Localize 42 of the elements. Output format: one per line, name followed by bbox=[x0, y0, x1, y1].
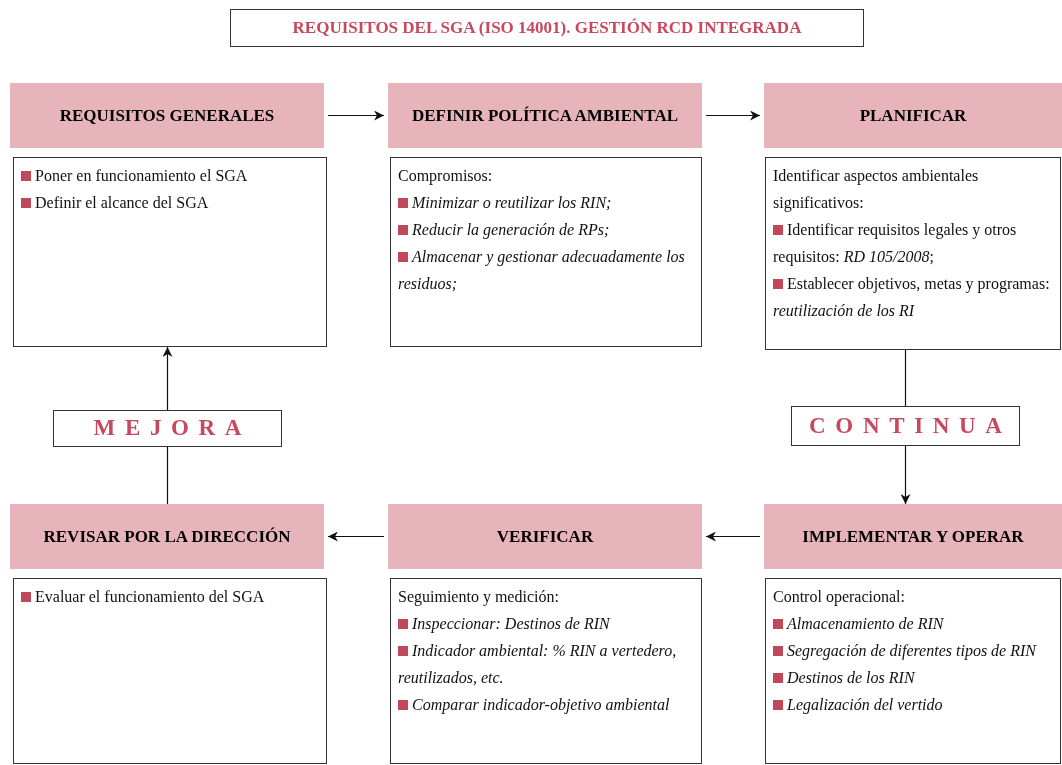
step-header: VERIFICAR bbox=[388, 504, 702, 569]
bullet-item: Indicador ambiental: % RIN a vertedero, reutilizados, etc. bbox=[398, 641, 678, 688]
intro-text: Seguimiento y medición: bbox=[398, 587, 560, 608]
content-box bbox=[390, 157, 702, 347]
cycle-label-box: CONTINUA bbox=[791, 406, 1020, 446]
cycle-label-box: MEJORA bbox=[53, 410, 282, 447]
title-box: REQUISITOS DEL SGA (ISO 14001). GESTIÓN RCD INTEGRADA bbox=[230, 9, 864, 47]
bullet-item: Identificar requisitos legales y otros requisitos: RD 105/2008; bbox=[773, 220, 1018, 268]
arrow bbox=[705, 110, 761, 121]
content-box bbox=[765, 578, 1061, 764]
content-box bbox=[13, 578, 327, 764]
bullet-item: Legalización del vertido bbox=[773, 691, 1053, 718]
bullet-item: Segregación de diferentes tipos de RIN bbox=[773, 637, 1053, 664]
arrow bbox=[327, 110, 385, 121]
arrow bbox=[900, 445, 911, 505]
intro-text: Compromisos: bbox=[398, 166, 494, 187]
arrow bbox=[327, 531, 385, 542]
bullet-item: Inspeccionar: Destinos de RIN bbox=[398, 610, 694, 637]
intro-text: Control operacional: bbox=[773, 587, 906, 608]
arrow bbox=[162, 346, 173, 411]
bullet-item: Minimizar o reutilizar los RIN; bbox=[398, 189, 694, 216]
bullet-item: Poner en funcionamiento el SGA bbox=[21, 162, 319, 189]
step-header: REVISAR POR LA DIRECCIÓN bbox=[10, 504, 324, 569]
connector-line bbox=[904, 349, 907, 407]
content-box bbox=[390, 578, 702, 764]
step-header: DEFINIR POLÍTICA AMBIENTAL bbox=[388, 83, 702, 148]
bullet-item: Almacenamiento de RIN bbox=[773, 610, 1053, 637]
content-box bbox=[765, 157, 1061, 350]
bullet-item: Almacenar y gestionar adecuadamente los residuos; bbox=[398, 247, 686, 294]
connector-line bbox=[166, 446, 169, 505]
bullet-item: Destinos de los RIN bbox=[773, 664, 1053, 691]
intro-text: Identificar aspectos ambientales significativos: bbox=[773, 166, 980, 214]
bullet-item: Establecer objetivos, metas y programas: reutilización de los RI bbox=[773, 274, 1051, 321]
bullet-item: Reducir la generación de RPs; bbox=[398, 216, 694, 243]
arrow bbox=[705, 531, 761, 542]
step-header: PLANIFICAR bbox=[764, 83, 1062, 148]
bullet-item: Evaluar el funcionamiento del SGA bbox=[21, 583, 319, 610]
content-box bbox=[13, 157, 327, 347]
step-header: REQUISITOS GENERALES bbox=[10, 83, 324, 148]
bullet-item: Definir el alcance del SGA bbox=[21, 189, 319, 216]
step-header: IMPLEMENTAR Y OPERAR bbox=[764, 504, 1062, 569]
bullet-item: Comparar indicador-objetivo ambiental bbox=[398, 691, 694, 718]
